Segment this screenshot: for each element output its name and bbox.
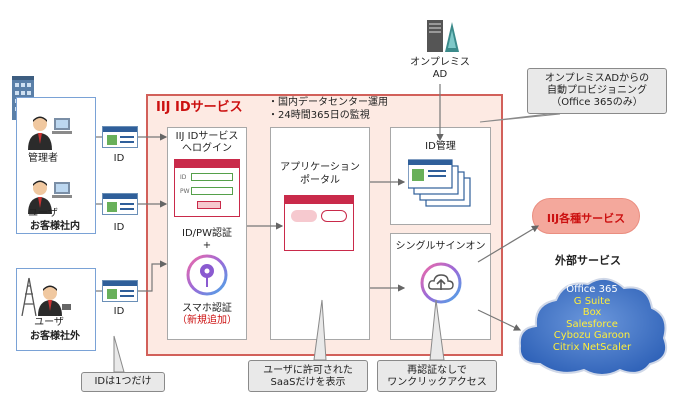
saas-callout: ユーザに許可された SaaSだけを表示 xyxy=(248,360,368,392)
smart-auth-new-label: （新規追加） xyxy=(177,315,237,326)
bullet-monitoring: ・24時間365日の監視 xyxy=(268,110,370,121)
bullet-datacenter: ・国内データセンター運用 xyxy=(268,97,388,108)
ext-service-box: Box xyxy=(582,307,602,318)
external-user-label: ユーザ xyxy=(34,317,64,328)
admin-label: 管理者 xyxy=(28,153,58,164)
smartphone-auth-icon xyxy=(186,254,228,296)
auth-idpw-label: ID/PW認証 xyxy=(182,228,232,239)
internal-user-label: ユーザ xyxy=(28,208,58,219)
external-services-cloud xyxy=(512,266,672,382)
ext-service-office365: Office 365 xyxy=(566,284,618,295)
antenna-tower-icon xyxy=(20,276,38,317)
user-person-icon xyxy=(26,178,72,214)
provisioning-line3: （Office 365のみ） xyxy=(551,97,643,108)
id-card-icon-external xyxy=(102,280,138,302)
ext-service-garoon: Cybozu Garoon xyxy=(553,330,631,341)
external-group-label: お客様社外 xyxy=(30,331,80,342)
auth-plus-label: + xyxy=(202,240,212,251)
iij-services-pill: IIJ各種サービス xyxy=(532,198,640,234)
provisioning-line2: 自動プロビジョニング xyxy=(547,85,647,96)
id-input-field xyxy=(191,173,233,181)
iij-services-label: IIJ各種サービス xyxy=(546,212,626,225)
smart-auth-label: スマホ認証 xyxy=(182,303,232,314)
server-icon xyxy=(421,18,465,54)
portal-window-icon xyxy=(284,195,354,251)
external-services-title: 外部サービス xyxy=(555,254,621,267)
id-label-admin: ID xyxy=(113,153,125,164)
login-title-line1: IIJ IDサービス xyxy=(175,131,239,142)
form-pw-label: PW xyxy=(180,188,190,195)
external-services-list: Office 365 G Suite Box Salesforce Cybozu… xyxy=(540,284,644,353)
ext-service-salesforce: Salesforce xyxy=(566,318,618,330)
admin-person-icon xyxy=(26,114,72,150)
provisioning-callout: オンプレミスADからの 自動プロビジョニング （Office 365のみ） xyxy=(527,68,667,114)
sso-title: シングルサインオン xyxy=(395,241,486,252)
login-form-window: ID PW xyxy=(174,159,240,217)
login-submit-button xyxy=(197,201,221,209)
one-id-text: IDは1つだけ xyxy=(94,376,152,387)
id-label-external: ID xyxy=(113,306,125,317)
external-person-icon xyxy=(36,284,74,316)
portal-title-line2: ポータル xyxy=(300,175,340,186)
ext-service-gsuite: G Suite xyxy=(573,295,611,307)
onprem-label-line1: オンプレミス xyxy=(410,57,470,68)
internal-group-label: お客様社内 xyxy=(30,221,80,232)
saas-line1: ユーザに許可された xyxy=(263,365,353,376)
form-id-label: ID xyxy=(180,174,187,181)
service-bullets: ・国内データセンター運用 ・24時間365日の監視 xyxy=(268,96,388,122)
provisioning-line1: オンプレミスADからの xyxy=(544,73,650,84)
saas-line2: SaaSだけを表示 xyxy=(270,377,346,388)
service-title: IIJ IDサービス xyxy=(156,100,243,115)
onprem-label-line2: AD xyxy=(432,69,448,80)
one-click-line1: 再認証なしで xyxy=(407,365,467,376)
cloud-upload-icon xyxy=(420,262,462,304)
id-card-icon-admin xyxy=(102,126,138,148)
id-management-title: ID管理 xyxy=(425,141,456,152)
login-title-line2: へログイン xyxy=(182,143,232,154)
id-card-icon-internal xyxy=(102,193,138,215)
id-stack-icon xyxy=(407,158,472,208)
portal-title-line1: アプリケーション xyxy=(280,162,360,173)
ext-service-netscaler: Citrix NetScaler xyxy=(552,341,632,353)
id-label-internal: ID xyxy=(113,222,125,233)
one-click-line2: ワンクリックアクセス xyxy=(387,377,487,388)
pw-input-field xyxy=(191,187,233,195)
